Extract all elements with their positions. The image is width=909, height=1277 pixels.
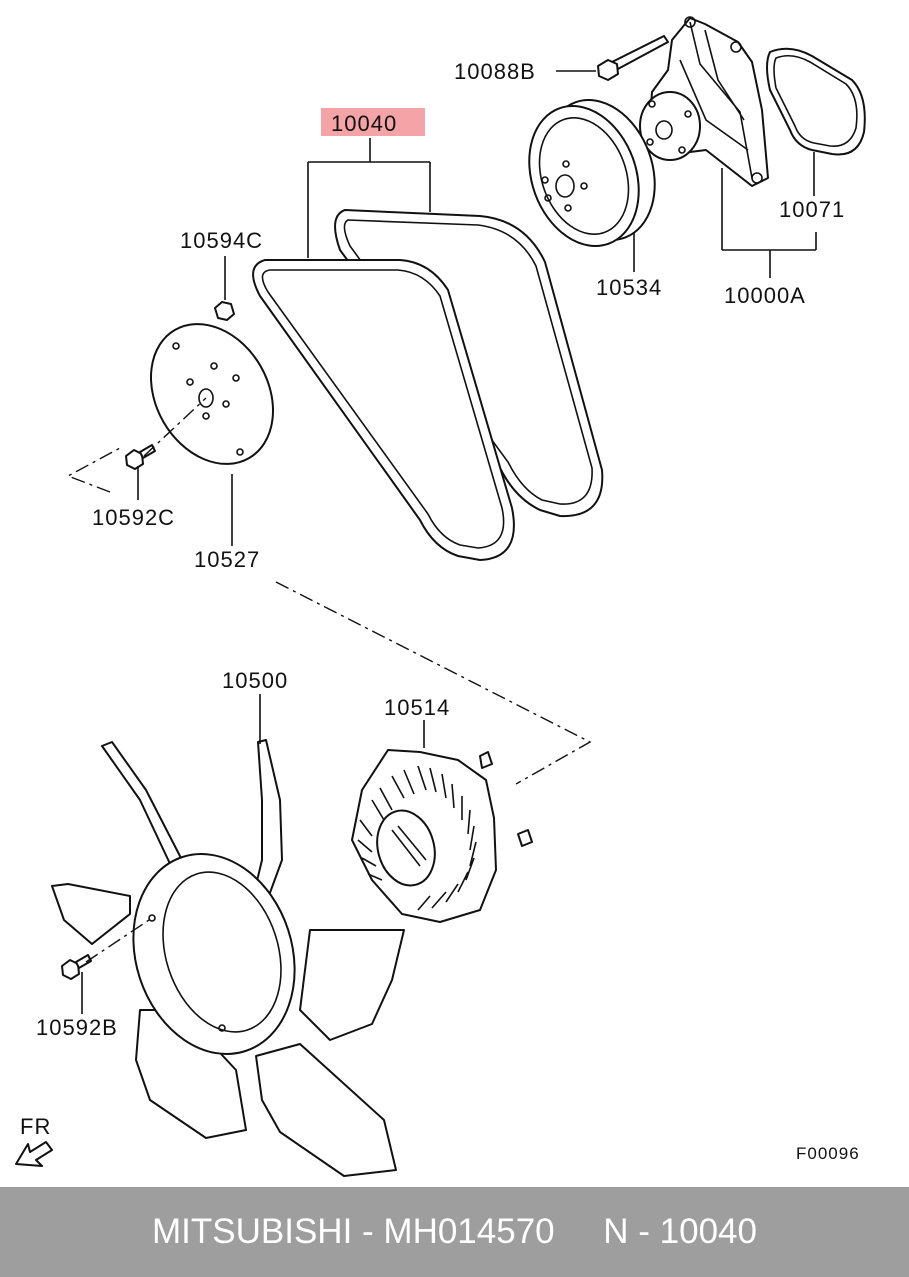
callout-10592b: 10592B bbox=[36, 1015, 118, 1040]
callout-10500: 10500 bbox=[222, 668, 288, 693]
front-arrow-icon bbox=[15, 1141, 53, 1167]
callout-10534: 10534 bbox=[596, 275, 662, 300]
leader-lines bbox=[81, 70, 817, 1014]
cooling-fan-10500 bbox=[51, 739, 405, 1177]
callout-10071: 10071 bbox=[779, 197, 845, 222]
footer-bar: MITSUBISHI - MH014570 N - 10040 bbox=[0, 1187, 909, 1277]
callout-10088b: 10088B bbox=[454, 59, 536, 84]
fan-clutch-10514 bbox=[351, 749, 533, 923]
direction-label: FR bbox=[20, 1114, 51, 1139]
callout-highlight bbox=[321, 108, 425, 136]
water-pump-pulley bbox=[528, 99, 656, 247]
bolt-10088b bbox=[597, 35, 669, 81]
gasket-10071 bbox=[766, 47, 866, 156]
bolt-10592c bbox=[125, 444, 156, 470]
callout-10040: 10040 bbox=[331, 111, 397, 136]
parts-diagram: 10088B 10040 10594C 10071 10534 10000A 1… bbox=[15, 16, 866, 1177]
nut-10594c bbox=[214, 301, 235, 321]
callout-10592c: 10592C bbox=[92, 505, 175, 530]
figure-code: F00096 bbox=[796, 1144, 860, 1163]
bolt-10592b bbox=[61, 954, 92, 980]
footer-text: MITSUBISHI - MH014570 N - 10040 bbox=[152, 1212, 757, 1251]
callout-10000a: 10000A bbox=[724, 283, 806, 308]
callout-10594c: 10594C bbox=[180, 228, 263, 253]
v-belts-10040 bbox=[252, 209, 604, 561]
callout-10514: 10514 bbox=[384, 695, 450, 720]
alignment-lines bbox=[66, 397, 592, 963]
water-pump bbox=[639, 16, 769, 187]
fan-spacer-10527 bbox=[150, 323, 274, 465]
callout-10527: 10527 bbox=[194, 547, 260, 572]
